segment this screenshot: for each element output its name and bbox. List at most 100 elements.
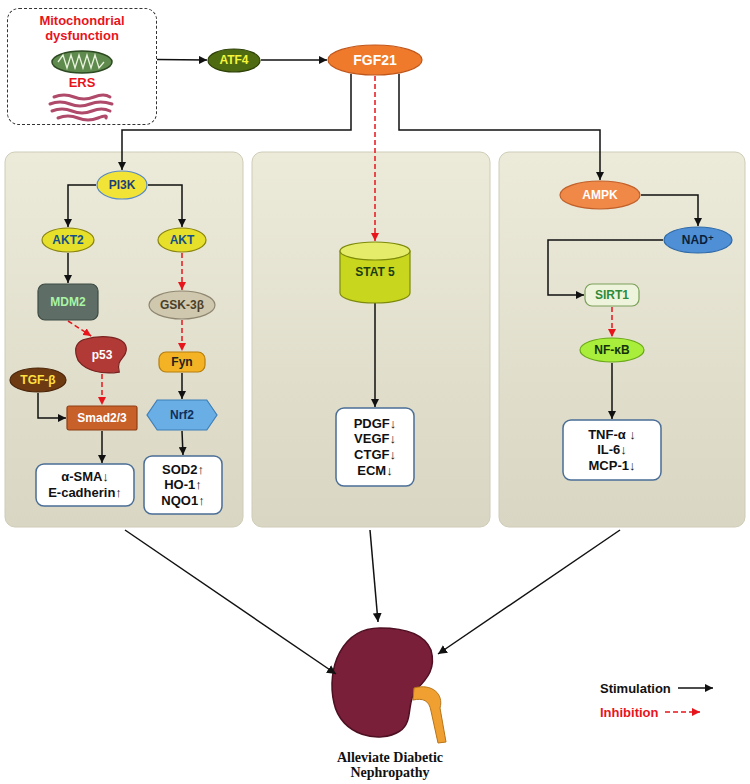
- node-label: Fyn: [171, 355, 192, 369]
- stimulation-arrow: [261, 59, 327, 61]
- stimulation-arrow: [101, 431, 103, 463]
- node-label: Alleviate Diabetic Nephropathy: [302, 750, 478, 780]
- box-outline: [336, 408, 414, 486]
- node-label: PDGF↓: [354, 416, 397, 432]
- pathway-panel: [5, 152, 243, 527]
- blob-outline: [76, 337, 127, 373]
- inhibition-arrow: [181, 320, 183, 351]
- pathway-node: AMPK: [559, 180, 641, 210]
- drum-outline: [340, 242, 410, 260]
- hex-outline: [147, 400, 217, 430]
- stimulation-arrow: [611, 363, 613, 419]
- node-label: Nrf2: [170, 408, 194, 422]
- node-label: E-cadherin↑: [48, 485, 122, 501]
- pathway-node: MDM2: [37, 283, 99, 321]
- node-label: PI3K: [109, 178, 136, 192]
- stimulation-arrow: [181, 373, 183, 399]
- pathway-node: ATF4: [207, 48, 261, 73]
- node-label: CTGF↓: [354, 447, 396, 463]
- pathway-node: Fyn: [158, 351, 206, 373]
- result-box: SOD2↑HO-1↑NQO1↑: [143, 455, 223, 515]
- node-label: MDM2: [50, 295, 85, 309]
- ellipse-outline: [97, 171, 147, 199]
- box-outline: [36, 464, 134, 506]
- ellipse-outline: [149, 291, 215, 319]
- round-outline: [38, 284, 98, 320]
- pathway-node: TGF-β: [9, 367, 67, 393]
- legend-sample: [664, 706, 702, 718]
- node-label: VEGF↓: [354, 431, 396, 447]
- mitochondrion-cristae: [58, 55, 104, 68]
- stimulation-arrow: [399, 74, 600, 180]
- er-membrane: [52, 109, 110, 113]
- pathway-node: Nrf2: [146, 399, 218, 431]
- node-label: NQO1↑: [161, 493, 204, 509]
- node-label: ECM↓: [357, 463, 392, 479]
- legend-label: Inhibition: [600, 705, 658, 720]
- er-membrane: [54, 95, 110, 99]
- node-label: AMPK: [582, 188, 617, 202]
- result-box: α-SMA↓E-cadherin↑: [35, 463, 135, 507]
- stimulation-arrow: [67, 253, 69, 283]
- node-label: NAD⁺: [682, 233, 714, 247]
- node-label: TNF-α ↓: [588, 427, 636, 443]
- legend: StimulationInhibition: [600, 676, 715, 724]
- pathway-node: FGF21: [327, 44, 423, 76]
- pathway-node: AKT: [157, 227, 207, 253]
- ellipse-outline: [158, 228, 206, 252]
- stimulation-arrow: [374, 303, 376, 407]
- result-box: PDGF↓VEGF↓CTGF↓ECM↓: [335, 407, 415, 487]
- node-label: FGF21: [353, 52, 397, 69]
- mitochondrion-outer: [52, 51, 112, 73]
- node-label: SIRT1: [595, 288, 629, 302]
- legend-row: Inhibition: [600, 700, 715, 724]
- round-outline: [585, 284, 639, 306]
- kidney-illustration: [332, 628, 446, 743]
- pathway-node: Alleviate Diabetic Nephropathy: [302, 744, 478, 784]
- pathway-node: PI3K: [96, 170, 148, 200]
- stimulation-arrow: [182, 431, 183, 455]
- ellipse-outline: [580, 338, 644, 362]
- stimulation-arrow: [68, 185, 96, 227]
- inhibition-arrow: [68, 321, 91, 336]
- mitochondrion-icon: [52, 51, 112, 73]
- stimulation-arrow: [38, 393, 66, 418]
- pathway-node: GSK-3β: [148, 290, 216, 320]
- ureter: [413, 687, 446, 743]
- node-label: AKT: [170, 233, 195, 247]
- legend-line: [665, 711, 700, 713]
- box-outline: [144, 456, 222, 514]
- box-outline: [563, 420, 661, 480]
- rect-outline: [67, 406, 137, 430]
- er-membrane: [50, 102, 112, 106]
- trigger-box: Mitochondrial dysfunctionERS: [7, 8, 157, 125]
- node-label: ATF4: [219, 53, 248, 67]
- panel-to-kidney-arrow: [438, 530, 620, 654]
- panel-to-kidney-arrow: [125, 530, 336, 674]
- er-membrane: [58, 116, 106, 120]
- ellipse-outline: [328, 45, 422, 75]
- ellipse-outline: [208, 49, 260, 72]
- legend-row: Stimulation: [600, 676, 715, 700]
- node-label: GSK-3β: [160, 298, 204, 312]
- ellipse-outline: [10, 368, 66, 392]
- legend-label: Stimulation: [600, 681, 671, 696]
- inhibition-arrow: [374, 76, 376, 241]
- pathway-node: NF-κB: [579, 337, 645, 363]
- panel-to-kidney-arrow: [370, 530, 378, 622]
- pathway-node: Smad2/3: [66, 405, 138, 431]
- node-label: STAT 5: [355, 265, 395, 279]
- ellipse-outline: [42, 228, 94, 252]
- ellipse-outline: [560, 181, 640, 209]
- legend-line: [678, 687, 713, 689]
- node-label: HO-1↑: [164, 477, 202, 493]
- stimulation-arrow: [157, 59, 207, 61]
- node-label: TGF-β: [20, 373, 55, 387]
- endoplasmic-reticulum-icon: [50, 95, 112, 120]
- inhibition-arrow: [181, 253, 183, 290]
- node-label: p53: [92, 348, 113, 362]
- node-label: Smad2/3: [77, 411, 126, 425]
